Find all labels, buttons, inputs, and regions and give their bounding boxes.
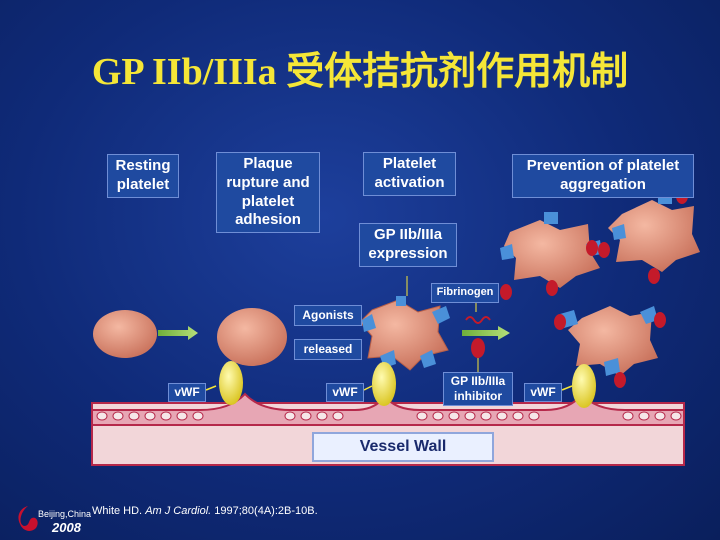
activated-platelet	[359, 296, 450, 371]
olympic-logo-icon	[18, 506, 38, 531]
label-released: released	[294, 339, 362, 360]
arrow-2	[462, 326, 510, 340]
label-gp-expression: GP IIb/IIIa expression	[359, 223, 457, 267]
citation-ref: 1997;80(4A):2B-10B.	[214, 505, 318, 517]
label-vwf-1: vWF	[168, 383, 206, 402]
label-fibrinogen: Fibrinogen	[431, 283, 499, 303]
label-gp-inhibitor: GP IIb/IIIa inhibitor	[443, 372, 513, 406]
resting-platelet	[93, 310, 157, 358]
label-vwf-2: vWF	[326, 383, 364, 402]
label-agonists: Agonists	[294, 305, 362, 326]
page-title: GP IIb/IIIa 受体拮抗剂作用机制	[91, 51, 629, 93]
label-vessel-wall: Vessel Wall	[312, 432, 494, 462]
citation-journal: Am J Cardiol.	[145, 505, 212, 517]
logo-year: 2008	[52, 520, 81, 535]
arrow-1	[158, 326, 198, 340]
vwf-3	[572, 364, 596, 408]
logo-city: Beijing,China	[38, 509, 92, 519]
vwf-1	[219, 361, 243, 405]
adhered-platelet	[217, 308, 287, 366]
label-platelet-activation: Platelet activation	[363, 152, 456, 196]
inhibited-platelets	[500, 188, 700, 388]
fibrinogen-symbol	[465, 316, 491, 324]
label-plaque-rupture: Plaque rupture and platelet adhesion	[216, 152, 320, 233]
vwf-2	[372, 362, 396, 406]
citation-author: White HD.	[92, 505, 143, 517]
label-vwf-3: vWF	[524, 383, 562, 402]
label-prevention: Prevention of platelet aggregation	[512, 154, 694, 198]
citation: White HD. Am J Cardiol. 1997;80(4A):2B-1…	[92, 505, 318, 517]
label-resting-platelet: Resting platelet	[107, 154, 179, 198]
inhibitor-molecule	[471, 338, 485, 358]
